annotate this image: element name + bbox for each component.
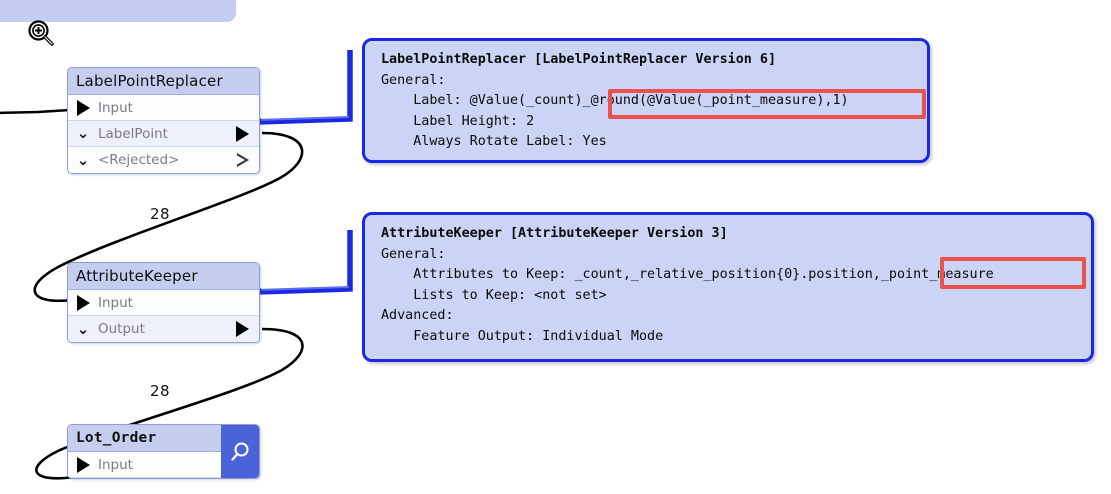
node-lot-order[interactable]: Lot_Order Input [67, 424, 260, 479]
port-label: <Rejected> [98, 152, 180, 168]
node-title: LabelPointReplacer [76, 72, 223, 90]
magnifier-icon[interactable] [221, 425, 259, 478]
node-attribute-keeper[interactable]: AttributeKeeper Input ⌄ Output [67, 262, 260, 343]
magnifier-plus-icon [28, 20, 54, 46]
callout-title: AttributeKeeper [AttributeKeeper Version… [381, 226, 728, 241]
node-title: AttributeKeeper [76, 267, 198, 285]
solid-arrow-icon[interactable] [236, 125, 249, 142]
port-row[interactable]: ⌄ <Rejected> [68, 147, 259, 173]
callout-body: General: Label: @Value(_count)_@round(@V… [381, 72, 849, 150]
port-label: Input [98, 456, 133, 473]
chevron-down-icon[interactable]: ⌄ [76, 150, 90, 169]
node-header[interactable]: LabelPointReplacer [68, 68, 259, 95]
port-label: Output [98, 321, 145, 337]
port-row[interactable]: Input [68, 290, 259, 316]
solid-arrow-icon [68, 294, 98, 311]
port-row[interactable]: Input [68, 95, 259, 121]
port-label: Input [98, 99, 133, 116]
solid-arrow-icon[interactable] [236, 321, 249, 337]
node-label-point-replacer[interactable]: LabelPointReplacer Input ⌄ LabelPoint ⌄ … [67, 67, 260, 174]
port-label: Input [98, 294, 133, 311]
toolbar-panel-fragment [0, 0, 236, 22]
solid-arrow-icon [68, 456, 98, 473]
port-label: LabelPoint [98, 125, 168, 142]
node-header[interactable]: AttributeKeeper [68, 263, 259, 290]
port-row[interactable]: ⌄ LabelPoint [68, 121, 259, 147]
node-title: Lot_Order [76, 430, 157, 446]
wire-in-lpr [0, 108, 71, 115]
open-arrow-icon[interactable] [236, 153, 249, 167]
chevron-down-icon[interactable]: ⌄ [76, 319, 90, 338]
callout-body: General: Attributes to Keep: _count,_rel… [381, 246, 994, 344]
edge-count-upper: 28 [150, 205, 171, 223]
annotation-link-lpr-highlight [256, 116, 350, 121]
port-row[interactable]: ⌄ Output [68, 316, 259, 342]
solid-arrow-icon [68, 99, 98, 116]
annotation-link-lpr [256, 50, 353, 125]
highlight-round-expression [608, 89, 926, 119]
annotation-link-ak [256, 230, 353, 295]
annotation-link-ak-highlight [256, 286, 350, 291]
chevron-down-icon[interactable]: ⌄ [76, 124, 90, 142]
callout-label-point-replacer-info: LabelPointReplacer [LabelPointReplacer V… [362, 38, 930, 163]
highlight-point-measure-attribute [940, 257, 1086, 289]
edge-count-lower: 28 [150, 382, 171, 400]
callout-title: LabelPointReplacer [LabelPointReplacer V… [381, 52, 777, 67]
